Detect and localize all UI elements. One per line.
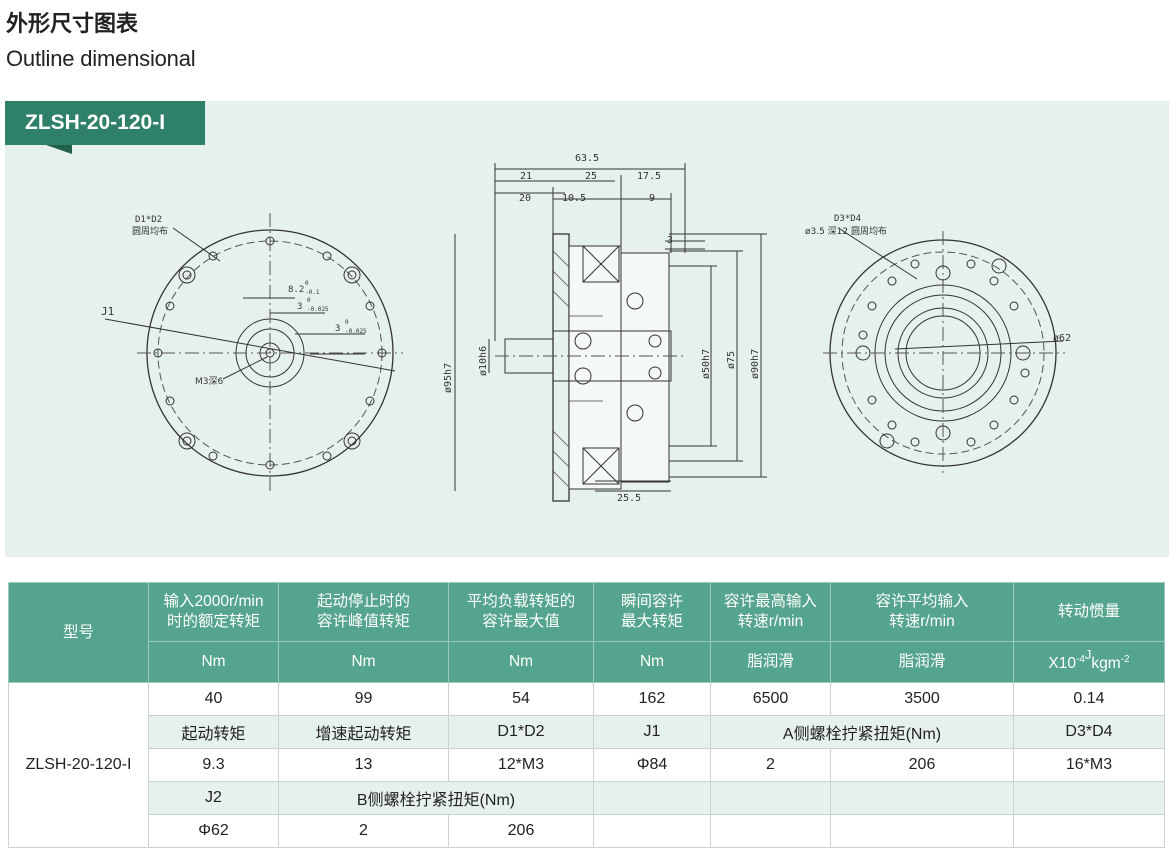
table-cell: J2 [148, 781, 279, 815]
table-cell: 206 [448, 814, 594, 848]
table-row: Φ62 2 206 [9, 814, 1165, 848]
dim-phi90: ø90h7 [750, 349, 761, 379]
dim-63-5: 63.5 [575, 153, 599, 164]
table-cell: Φ62 [148, 814, 279, 848]
dim-9: 9 [649, 193, 655, 204]
dim-25: 25 [585, 171, 597, 182]
table-cell: 2 [710, 748, 831, 782]
table-row: J2 B侧螺栓拧紧扭矩(Nm) [9, 781, 1165, 815]
table-cell: 162 [593, 682, 711, 716]
table-cell: Φ84 [593, 748, 711, 782]
table-cell: 16*M3 [1013, 748, 1165, 782]
table-cell: B侧螺栓拧紧扭矩(Nm) [278, 781, 594, 815]
unit-avg-input-speed: 脂润滑 [830, 641, 1014, 683]
table-cell [710, 781, 831, 815]
table-cell: J1 [593, 715, 711, 749]
label-keyway-3-a: 3 [297, 302, 302, 312]
table-cell: 12*M3 [448, 748, 594, 782]
dim-10-5: 10.5 [562, 193, 586, 204]
page-title-cn: 外形尺寸图表 [6, 12, 139, 37]
unit-inertia: X10-4Jkgm-2 [1013, 641, 1165, 683]
table-cell: 增速起动转矩 [278, 715, 449, 749]
label-d1d2: D1*D2 [135, 215, 162, 225]
label-d3d4-note: ø3.5 深12 圆周均布 [805, 225, 887, 237]
table-cell: D3*D4 [1013, 715, 1165, 749]
table-cell [830, 814, 1014, 848]
table-cell: 206 [830, 748, 1014, 782]
header-model: 型号 [8, 582, 149, 683]
front-view-right: D3*D4 ø3.5 深12 圆周均布 ø62 [805, 214, 1071, 473]
table-cell: D1*D2 [448, 715, 594, 749]
unit-rated-torque: Nm [148, 641, 279, 683]
label-d1d2-note: 圆周均布 [132, 225, 168, 237]
table-row: ZLSH-20-120-I 40 99 54 162 6500 3500 0.1… [8, 682, 1165, 848]
outline-drawings: D1*D2 圆周均布 J1 8.2 0 -0.1 3 0 -0.025 3 0 … [101, 153, 1071, 504]
unit-instant-max-torque: Nm [593, 641, 711, 683]
label-phi62: ø62 [1053, 333, 1071, 344]
table-cell: 0.14 [1013, 682, 1165, 716]
label-keyway-3-b-tol-down: -0.025 [345, 328, 367, 335]
header-max-input-speed: 容许最高输入转速r/min [710, 582, 831, 642]
model-tag: ZLSH-20-120-I [5, 101, 205, 145]
table-cell: 99 [278, 682, 449, 716]
table-cell [710, 814, 831, 848]
label-keyway-8-2: 8.2 [288, 285, 304, 295]
label-keyway-3-a-tol-down: -0.025 [307, 306, 329, 313]
label-keyway-8-2-tol-up: 0 [305, 280, 309, 287]
table-cell: 6500 [710, 682, 831, 716]
table-cell: A侧螺栓拧紧扭矩(Nm) [710, 715, 1014, 749]
front-view-left: D1*D2 圆周均布 J1 8.2 0 -0.1 3 0 -0.025 3 0 … [101, 213, 403, 493]
table-cell: 40 [148, 682, 279, 716]
dim-phi75: ø75 [726, 351, 737, 369]
table-row: 9.3 13 12*M3 Φ84 2 206 16*M3 [9, 748, 1165, 782]
label-keyway-3-b-tol-up: 0 [345, 319, 349, 326]
label-keyway-3-b: 3 [335, 324, 340, 334]
unit-avg-load-torque: Nm [448, 641, 594, 683]
table-cell: 2 [278, 814, 449, 848]
table-cell: 3500 [830, 682, 1014, 716]
section-view: 63.5 21 25 17.5 20 10.5 9 3 25.5 ø95h7 ø… [443, 153, 767, 504]
dim-phi10: ø10h6 [478, 346, 489, 376]
label-j1: J1 [101, 305, 114, 318]
table-cell [1013, 781, 1165, 815]
page-title-en: Outline dimensional [6, 46, 196, 71]
table-cell [830, 781, 1014, 815]
header-peak-torque: 起动停止时的容许峰值转矩 [278, 582, 449, 642]
header-avg-load-torque: 平均负载转矩的容许最大值 [448, 582, 594, 642]
dim-25-5: 25.5 [617, 493, 641, 504]
table-cell: 54 [448, 682, 594, 716]
model-cell: ZLSH-20-120-I [8, 682, 149, 848]
table-cell: 13 [278, 748, 449, 782]
header-row-2: Nm Nm Nm Nm 脂润滑 脂润滑 X10-4Jkgm-2 [9, 641, 1165, 683]
dim-3: 3 [667, 235, 673, 246]
model-tag-tail [46, 145, 72, 154]
table-cell [593, 781, 711, 815]
header-instant-max-torque: 瞬间容许最大转矩 [593, 582, 711, 642]
table-cell [1013, 814, 1165, 848]
label-keyway-3-a-tol-up: 0 [307, 297, 311, 304]
dim-17-5: 17.5 [637, 171, 661, 182]
label-m3-depth: M3深6 [195, 376, 223, 387]
dim-phi50: ø50h7 [701, 349, 712, 379]
header-inertia: 转动惯量 [1013, 582, 1165, 642]
dim-21: 21 [520, 171, 532, 182]
table-row: 起动转矩 增速起动转矩 D1*D2 J1 A侧螺栓拧紧扭矩(Nm) D3*D4 [9, 715, 1165, 749]
table-cell: 起动转矩 [148, 715, 279, 749]
header-avg-input-speed: 容许平均输入转速r/min [830, 582, 1014, 642]
label-d3d4: D3*D4 [834, 214, 861, 224]
table-cell [593, 814, 711, 848]
dim-phi95: ø95h7 [443, 363, 454, 393]
unit-max-input-speed: 脂润滑 [710, 641, 831, 683]
unit-peak-torque: Nm [278, 641, 449, 683]
label-keyway-8-2-tol-down: -0.1 [305, 289, 320, 296]
table-cell: 9.3 [148, 748, 279, 782]
dim-20: 20 [519, 193, 531, 204]
